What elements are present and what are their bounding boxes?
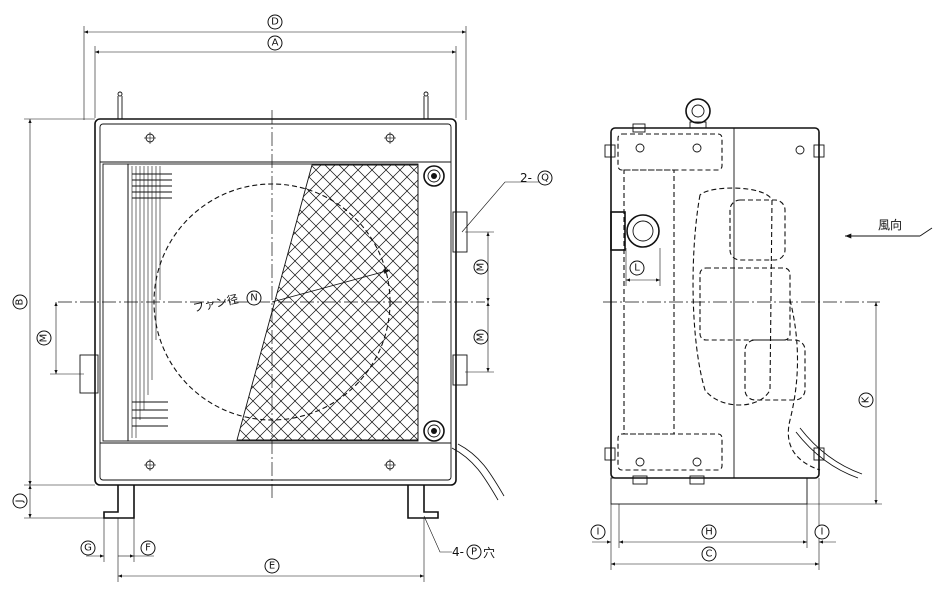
label-I-right: I — [814, 524, 830, 540]
side-pipe-connector — [610, 211, 660, 251]
label-M-right-upper: M — [473, 259, 489, 275]
front-view — [58, 91, 505, 519]
label-C-text: C — [706, 549, 713, 560]
side-view — [603, 98, 933, 505]
fan-guard-mesh — [237, 165, 418, 440]
label-M-right-lower: M — [473, 329, 489, 345]
foot-right — [407, 485, 439, 519]
note-2-Q-prefix: 2- — [520, 171, 532, 185]
pipe-connector-top — [423, 165, 445, 187]
label-A: A — [267, 35, 283, 51]
front-dimensions — [24, 26, 550, 582]
pipe-connector-bottom — [423, 420, 445, 442]
label-D: D — [267, 14, 283, 30]
bolt-bottom-left — [144, 459, 156, 471]
label-I-left: I — [590, 524, 606, 540]
label-K-text: K — [861, 396, 872, 403]
label-J-text: J — [15, 500, 26, 504]
eye-bolt-left — [117, 91, 123, 119]
label-F: F — [140, 540, 156, 556]
bolt-top-right — [384, 132, 396, 144]
label-A-text: A — [272, 38, 279, 49]
note-fan-diameter-prefix: ファン径 — [192, 292, 240, 315]
label-G: G — [80, 540, 96, 556]
fan-guard-outline — [236, 164, 419, 441]
label-M-left-text: M — [39, 334, 50, 343]
label-F-text: F — [145, 543, 151, 554]
label-C: C — [701, 546, 717, 562]
note-4-P-letter: P — [471, 547, 477, 558]
label-I-left-text: I — [597, 527, 600, 538]
bolt-top-left — [144, 132, 156, 144]
label-E-text: E — [269, 561, 275, 572]
note-2-Q-letter: Q — [541, 173, 549, 184]
side-base-plate — [610, 477, 808, 505]
side-bracket-right-top — [452, 211, 468, 253]
note-fan-diameter: ファン径 N — [192, 290, 262, 315]
label-G-text: G — [84, 543, 92, 554]
side-bolts — [604, 123, 825, 485]
note-4-P-suffix: 穴 — [483, 545, 495, 560]
label-K: K — [858, 392, 874, 408]
label-L: L — [629, 260, 645, 276]
bolt-bottom-right — [384, 459, 396, 471]
label-M-right-upper-text: M — [476, 263, 487, 272]
note-fan-diameter-letter: N — [250, 293, 257, 304]
note-4-P-prefix: 4- — [452, 545, 464, 559]
label-D-text: D — [271, 17, 279, 28]
label-E: E — [264, 558, 280, 574]
front-housing-inner — [99, 123, 452, 481]
label-B: B — [12, 294, 28, 310]
label-H: H — [701, 524, 717, 540]
note-2-Q: 2- Q — [520, 170, 553, 186]
label-B-text: B — [15, 298, 26, 305]
side-bracket-right-bottom — [452, 354, 468, 386]
wind-direction-label: 風向 — [878, 217, 902, 232]
label-H-text: H — [705, 527, 713, 538]
label-J: J — [12, 493, 28, 509]
side-eye-bolt — [685, 98, 711, 129]
label-L-text: L — [634, 263, 640, 274]
label-M-right-lower-text: M — [476, 333, 487, 342]
label-I-right-text: I — [821, 527, 824, 538]
note-4-P-holes: 4- P 穴 — [452, 544, 495, 560]
side-housing-outline — [610, 127, 820, 479]
label-M-left: M — [36, 330, 52, 346]
side-fan-motor — [692, 187, 821, 471]
side-dimensions — [592, 248, 882, 570]
header-pipe-left — [102, 163, 129, 442]
power-cable — [451, 447, 499, 501]
foot-left — [103, 485, 135, 519]
eye-bolt-right — [423, 91, 429, 119]
coil-core — [127, 163, 419, 442]
